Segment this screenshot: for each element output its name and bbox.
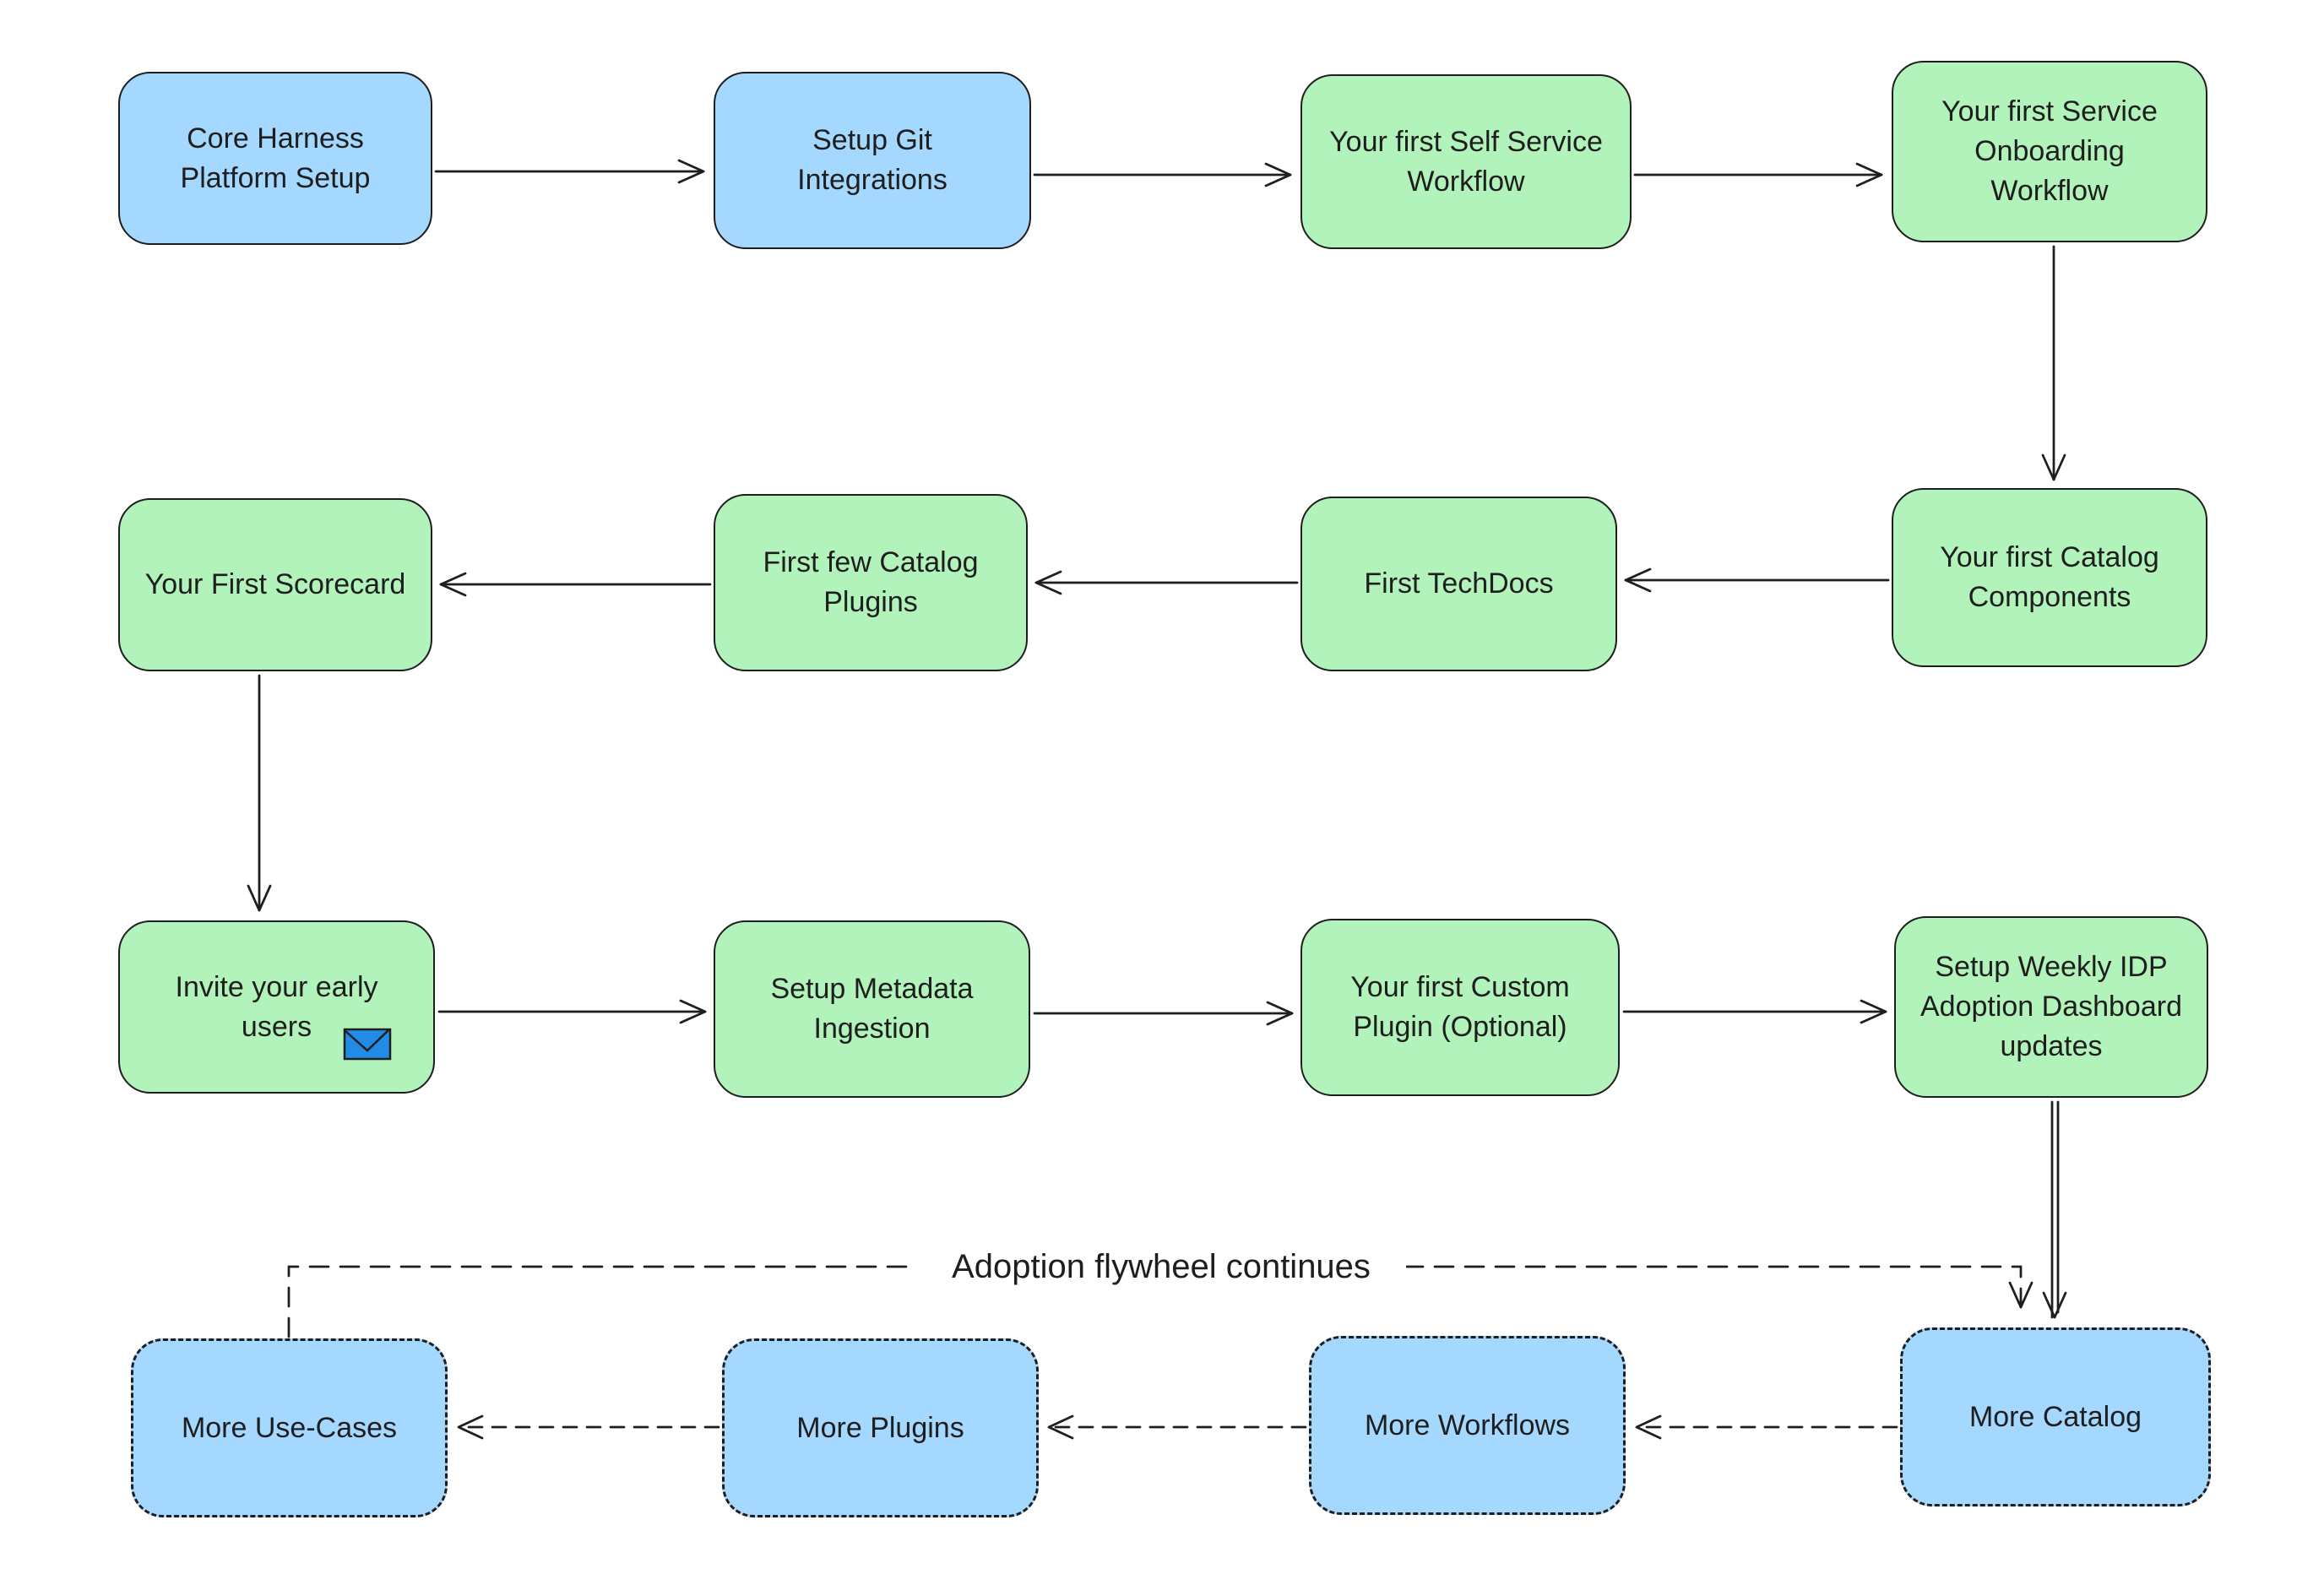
node-label: Core Harness Platform Setup	[180, 122, 371, 194]
arrow-dashboard-to-more-catalog	[2042, 1100, 2067, 1319]
flywheel-loop-arrow	[287, 1265, 2033, 1338]
arrow-git-to-self-service	[1033, 162, 1292, 187]
node-first-few-catalog-plugins: First few Catalog Plugins	[714, 494, 1028, 671]
node-label: First TechDocs	[1364, 567, 1554, 600]
arrow-techdocs-to-catalog-plugins	[1034, 570, 1299, 595]
node-your-first-scorecard: Your First Scorecard	[118, 498, 432, 671]
arrow-more-catalog-to-more-workflows	[1635, 1414, 1898, 1440]
node-your-first-service-onboarding-workflow: Your first Service Onboarding Workflow	[1892, 61, 2207, 242]
envelope-icon	[343, 1023, 392, 1061]
node-label: Setup Weekly IDP Adoption Dashboard upda…	[1919, 951, 2182, 1062]
node-your-first-custom-plugin: Your first Custom Plugin (Optional)	[1300, 919, 1620, 1096]
node-label: Setup Git Integrations	[797, 124, 948, 196]
node-first-techdocs: First TechDocs	[1300, 497, 1617, 671]
arrow-custom-plugin-to-dashboard	[1622, 999, 1887, 1024]
node-invite-your-early-users: Invite your early users	[118, 920, 435, 1094]
arrow-catalog-components-to-techdocs	[1624, 567, 1890, 593]
node-label: Your First Scorecard	[144, 568, 406, 600]
node-your-first-self-service-workflow: Your first Self Service Workflow	[1300, 74, 1632, 249]
arrow-scorecard-to-invite	[247, 674, 272, 912]
node-your-first-catalog-components: Your first Catalog Components	[1892, 488, 2207, 667]
node-label: Invite your early users	[175, 970, 378, 1043]
flywheel-label: Adoption flywheel continues	[916, 1240, 1406, 1294]
arrow-onboarding-to-catalog-components	[2041, 245, 2066, 481]
arrow-metadata-to-custom-plugin	[1033, 1001, 1294, 1026]
arrow-invite-to-metadata	[437, 999, 707, 1024]
node-label: Your first Custom Plugin (Optional)	[1350, 971, 1570, 1043]
node-more-catalog: More Catalog	[1900, 1327, 2211, 1506]
node-more-plugins: More Plugins	[722, 1338, 1039, 1517]
node-label: Your first Self Service Workflow	[1329, 125, 1603, 198]
node-label: Your first Service Onboarding Workflow	[1941, 95, 2158, 207]
node-label: More Use-Cases	[181, 1411, 398, 1444]
node-setup-weekly-idp-adoption-dashboard-updates: Setup Weekly IDP Adoption Dashboard upda…	[1894, 916, 2208, 1098]
node-more-workflows: More Workflows	[1309, 1336, 1626, 1515]
node-label: Your first Catalog Components	[1940, 541, 2159, 613]
node-label: More Plugins	[796, 1411, 964, 1444]
arrow-more-plugins-to-more-use-cases	[457, 1414, 720, 1440]
arrow-more-workflows-to-more-plugins	[1047, 1414, 1307, 1440]
node-setup-metadata-ingestion: Setup Metadata Ingestion	[714, 920, 1030, 1098]
node-label: Setup Metadata Ingestion	[770, 973, 974, 1045]
node-more-use-cases: More Use-Cases	[131, 1338, 448, 1517]
arrow-self-service-to-onboarding	[1633, 162, 1883, 187]
node-label: More Catalog	[1968, 1400, 2142, 1433]
node-label: More Workflows	[1364, 1409, 1571, 1441]
arrow-catalog-plugins-to-scorecard	[439, 572, 712, 597]
node-label: First few Catalog Plugins	[763, 546, 979, 618]
node-core-harness-platform-setup: Core Harness Platform Setup	[118, 72, 432, 245]
arrow-core-to-git	[434, 159, 705, 184]
node-setup-git-integrations: Setup Git Integrations	[714, 72, 1031, 249]
